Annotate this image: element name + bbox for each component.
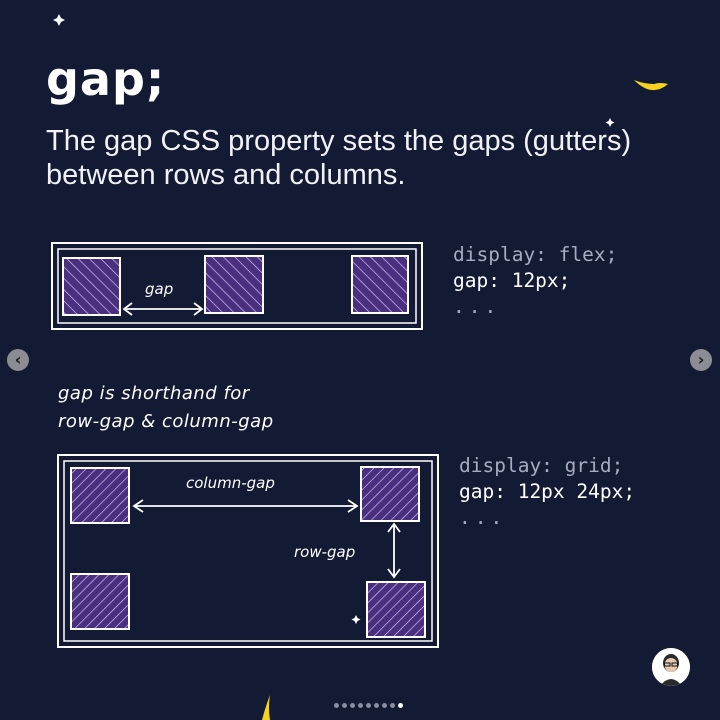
grid-diagram — [57, 454, 439, 648]
code-ellipsis: ... — [459, 506, 507, 529]
grid-item-box — [70, 467, 130, 524]
author-avatar[interactable] — [652, 648, 690, 686]
pagination-dot[interactable] — [390, 703, 395, 708]
pagination-dot[interactable] — [366, 703, 371, 708]
flex-code-snippet: display: flex; gap: 12px; ... — [453, 242, 617, 320]
gap-arrow — [122, 302, 204, 316]
flex-item-box — [62, 257, 121, 316]
crescent-decoration — [262, 695, 270, 720]
carousel-pagination — [334, 703, 403, 708]
grid-item-box — [360, 466, 420, 522]
code-line: gap: 12px; — [453, 269, 571, 292]
code-ellipsis: ... — [453, 295, 501, 318]
grid-item-box — [366, 581, 426, 638]
shorthand-note: gap is shorthand for row-gap & column-ga… — [58, 380, 274, 436]
chevron-left-icon: ‹ — [14, 350, 22, 369]
note-line: row-gap & column-gap — [58, 411, 274, 432]
pagination-dot[interactable] — [350, 703, 355, 708]
star-icon — [351, 615, 361, 624]
pagination-dot[interactable] — [334, 703, 339, 708]
star-icon — [605, 118, 615, 127]
previous-slide-button[interactable]: ‹ — [7, 349, 29, 371]
row-gap-label: row-gap — [294, 543, 356, 561]
grid-item-box — [70, 573, 130, 630]
page-title: gap; — [46, 52, 166, 106]
flex-item-box — [204, 255, 264, 314]
column-gap-label: column-gap — [186, 474, 275, 492]
code-line: display: grid; — [459, 454, 624, 477]
description-text: The gap CSS property sets the gaps (gutt… — [46, 125, 632, 191]
pagination-dot[interactable] — [358, 703, 363, 708]
column-gap-arrow — [132, 499, 359, 513]
note-line: gap is shorthand for — [58, 383, 250, 404]
code-line: gap: 12px 24px; — [459, 480, 636, 503]
row-gap-arrow — [387, 522, 401, 579]
pagination-dot[interactable] — [374, 703, 379, 708]
crescent-decoration — [634, 80, 668, 91]
pagination-dot[interactable] — [398, 703, 403, 708]
avatar-icon — [652, 648, 690, 686]
pagination-dot[interactable] — [382, 703, 387, 708]
flex-item-box — [351, 255, 409, 314]
star-icon — [53, 14, 65, 26]
chevron-right-icon: › — [697, 350, 705, 369]
pagination-dot[interactable] — [342, 703, 347, 708]
grid-code-snippet: display: grid; gap: 12px 24px; ... — [459, 453, 635, 531]
gap-label: gap — [145, 280, 174, 298]
flex-diagram — [51, 242, 423, 330]
next-slide-button[interactable]: › — [690, 349, 712, 371]
code-line: display: flex; — [453, 243, 618, 266]
